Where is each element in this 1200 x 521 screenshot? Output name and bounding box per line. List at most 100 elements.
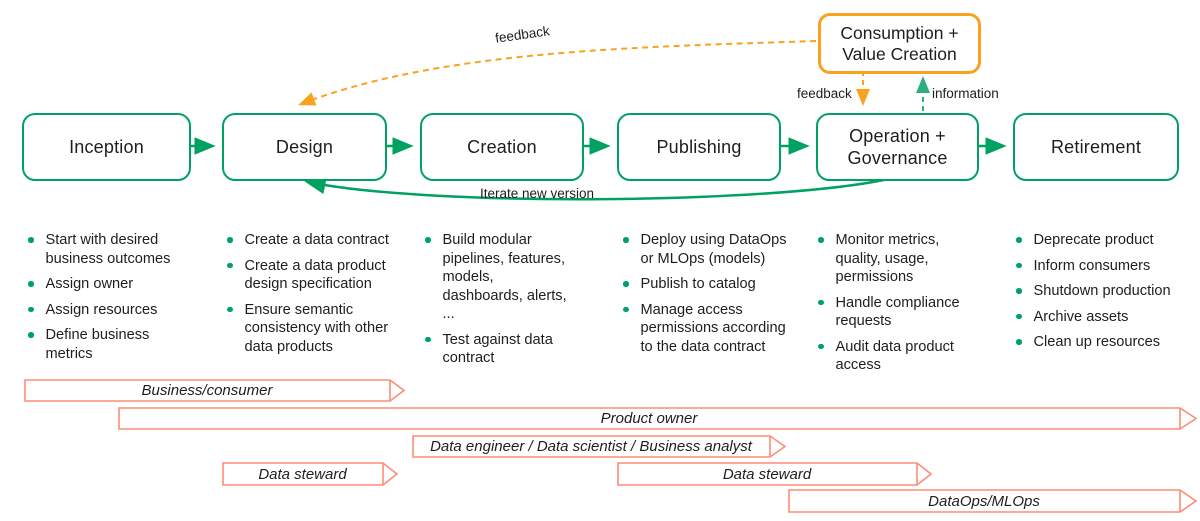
- consumption-box-label: Consumption + Value Creation: [840, 22, 959, 64]
- task-text: Manage access permissions according to t…: [640, 301, 786, 355]
- task-item: Publish to catalog: [623, 275, 790, 294]
- task-text: Start with desired business outcomes: [45, 232, 171, 267]
- stage-box-operation-governance: Operation + Governance: [816, 113, 979, 181]
- consumption-value-creation-box: Consumption + Value Creation: [818, 13, 981, 74]
- bullet-icon: [1016, 339, 1022, 345]
- task-text: Deploy using DataOps or MLOps (models): [640, 232, 787, 267]
- role-bar-shape: [24, 379, 405, 402]
- task-item: Audit data product access: [818, 338, 978, 375]
- task-item: Assign owner: [28, 275, 183, 294]
- bullet-icon: [28, 237, 34, 243]
- task-item: Manage access permissions according to t…: [623, 301, 790, 357]
- task-item: Create a data product design specificati…: [227, 257, 407, 294]
- bullet-icon: [28, 332, 34, 338]
- role-bar-label: Product owner: [600, 410, 698, 427]
- task-item: Inform consumers: [1016, 257, 1191, 276]
- task-item: Define business metrics: [28, 326, 183, 363]
- iterate-new-version-label: Iterate new version: [480, 186, 595, 201]
- bullet-icon: [1016, 262, 1022, 268]
- task-item: Ensure semantic consistency with other d…: [227, 301, 407, 357]
- task-text: Audit data product access: [835, 338, 954, 374]
- stage-label: Retirement: [1050, 136, 1142, 157]
- task-text: Inform consumers: [1033, 257, 1151, 274]
- task-text: Monitor metrics, quality, usage, permiss…: [835, 232, 940, 285]
- task-text: Test against data contract: [442, 331, 553, 367]
- feedback-curve-arrow: [298, 40, 817, 106]
- stage-box-inception: Inception: [22, 113, 191, 181]
- task-text: Ensure semantic consistency with other d…: [244, 301, 389, 355]
- stage-label: Publishing: [656, 136, 742, 157]
- task-text: Archive assets: [1033, 308, 1129, 325]
- role-bar-data-steward-1: Data steward: [222, 462, 398, 486]
- bullet-icon: [28, 281, 34, 287]
- task-item: Handle compliance requests: [818, 294, 978, 331]
- task-text: Define business metrics: [45, 327, 150, 362]
- bullet-icon: [818, 299, 824, 305]
- role-bar-label: Data steward: [258, 465, 347, 483]
- stage-box-publishing: Publishing: [617, 113, 781, 181]
- task-text: Create a data contract: [244, 232, 389, 248]
- task-item: Deploy using DataOps or MLOps (models): [623, 231, 790, 268]
- tasks-publishing: Deploy using DataOps or MLOps (models) Pu…: [623, 231, 790, 363]
- task-item: Monitor metrics, quality, usage, permiss…: [818, 231, 978, 287]
- task-item: Clean up resources: [1016, 333, 1191, 352]
- stage-label: Inception: [69, 136, 144, 157]
- bullet-icon: [1016, 237, 1022, 243]
- bullet-icon: [1016, 313, 1022, 319]
- role-bar-data-engineer-scientist-analyst: Data engineer / Data scientist / Busines…: [412, 435, 786, 458]
- task-item: Start with desired business outcomes: [28, 231, 183, 268]
- bullet-icon: [623, 306, 629, 312]
- stage-label: Design: [275, 136, 334, 157]
- bullet-icon: [28, 306, 34, 312]
- task-text: Deprecate product: [1033, 232, 1154, 248]
- bullet-icon: [623, 281, 629, 287]
- task-text: Publish to catalog: [640, 276, 756, 292]
- information-label: information: [932, 86, 999, 101]
- role-bar-shape: [412, 435, 786, 458]
- stage-label: Operation + Governance: [847, 126, 948, 168]
- bullet-icon: [425, 336, 431, 342]
- stage-box-creation: Creation: [420, 113, 584, 181]
- tasks-creation: Build modular pipelines, features, model…: [425, 231, 575, 375]
- task-text: Assign resources: [45, 301, 158, 318]
- role-bar-shape: [118, 407, 1198, 430]
- role-bar-product-owner: Product owner: [118, 407, 1198, 430]
- iterate-new-version-arrow: [304, 176, 894, 201]
- role-bar-dataops-mlops: DataOps/MLOps: [788, 489, 1198, 513]
- task-item: Assign resources: [28, 301, 183, 320]
- task-text: Shutdown production: [1033, 283, 1171, 299]
- role-bar-business-consumer: Business/consumer: [24, 379, 405, 402]
- task-item: Shutdown production: [1016, 282, 1191, 301]
- bullet-icon: [425, 237, 431, 243]
- tasks-operation-governance: Monitor metrics, quality, usage, permiss…: [818, 231, 978, 382]
- bullet-icon: [818, 343, 824, 349]
- role-bar-label: Data engineer / Data scientist / Busines…: [430, 438, 752, 455]
- task-text: Assign owner: [45, 276, 134, 292]
- task-item: Build modular pipelines, features, model…: [425, 231, 575, 324]
- stage-box-design: Design: [222, 113, 387, 181]
- role-bar-data-steward-2: Data steward: [617, 462, 932, 486]
- bullet-icon: [227, 237, 233, 243]
- role-bar-shape: [788, 489, 1198, 513]
- stage-label: Creation: [467, 136, 537, 157]
- bullet-icon: [1016, 288, 1022, 294]
- task-item: Deprecate product: [1016, 231, 1191, 250]
- role-bar-label: DataOps/MLOps: [928, 492, 1040, 510]
- feedback-vertical-label: feedback: [797, 86, 852, 101]
- task-text: Handle compliance requests: [835, 294, 960, 330]
- role-bar-label: Business/consumer: [141, 382, 273, 399]
- task-item: Test against data contract: [425, 331, 575, 368]
- bullet-icon: [227, 262, 233, 268]
- bullet-icon: [623, 237, 629, 243]
- task-item: Create a data contract: [227, 231, 407, 250]
- task-text: Build modular pipelines, features, model…: [442, 232, 567, 322]
- role-bar-shape: [222, 462, 398, 486]
- role-bar-shape: [617, 462, 932, 486]
- task-text: Create a data product design specificati…: [244, 257, 386, 293]
- bullet-icon: [227, 306, 233, 312]
- bullet-icon: [818, 237, 824, 243]
